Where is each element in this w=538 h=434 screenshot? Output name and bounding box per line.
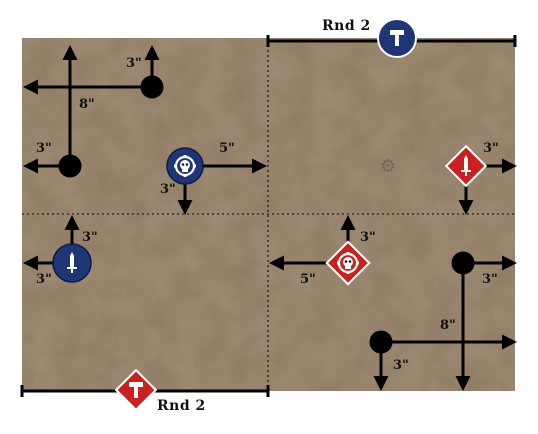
distance-label: 5" — [219, 141, 235, 156]
blue-sword-token — [52, 243, 92, 283]
distance-label: 3" — [36, 272, 52, 287]
distance-label: 3" — [482, 272, 498, 287]
red-hammer-token — [114, 368, 158, 412]
distance-label: 3" — [82, 230, 98, 245]
battlefield: ⚙ — [22, 38, 515, 391]
distance-label: 3" — [393, 358, 409, 373]
distance-label: 3" — [126, 56, 142, 71]
faint-emblem: ⚙ — [380, 156, 396, 177]
blue-hammer-token — [377, 18, 417, 58]
objective-marker-top-left — [23, 45, 164, 178]
distance-label: 3" — [36, 141, 52, 156]
round-label-top: Rnd 2 — [322, 18, 371, 34]
blue-skull-token — [166, 147, 204, 185]
red-skull-token — [325, 240, 371, 286]
distance-label: 5" — [300, 272, 316, 287]
distance-label: 3" — [160, 182, 176, 197]
distance-label: 8" — [440, 318, 456, 333]
distance-label: 3" — [360, 230, 376, 245]
round-label-bottom: Rnd 2 — [157, 398, 206, 414]
distance-label: 3" — [483, 141, 499, 156]
distance-label: 8" — [79, 97, 95, 112]
red-sword-token — [444, 144, 488, 188]
objective-marker-bottom-right — [369, 251, 517, 391]
